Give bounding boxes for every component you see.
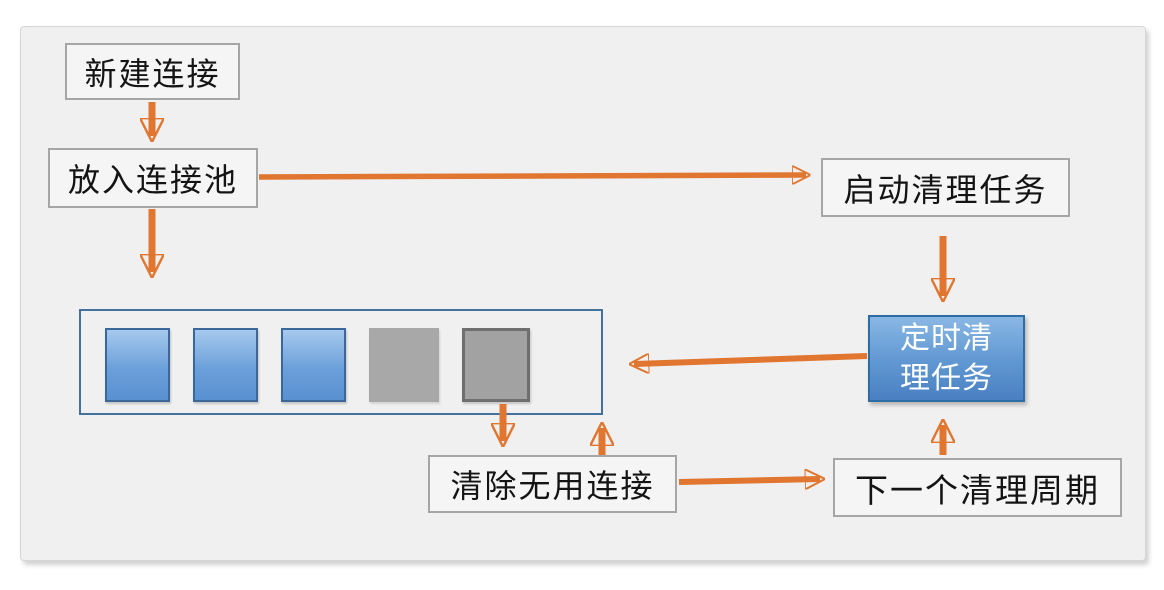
pool-square-idle: [462, 328, 530, 402]
pool-square-active: [105, 328, 170, 402]
pool-square-idle: [369, 328, 439, 402]
connection-pool-container: [79, 309, 603, 415]
pool-square-active: [281, 328, 346, 402]
node-clear-unused-connections: 清除无用连接: [428, 455, 677, 513]
pool-square-active: [193, 328, 258, 402]
node-add-to-pool: 放入连接池: [48, 148, 258, 208]
node-start-cleanup-task: 启动清理任务: [821, 158, 1070, 217]
node-next-cleanup-cycle: 下一个清理周期: [833, 458, 1122, 517]
node-new-connection: 新建连接: [65, 43, 240, 100]
node-timed-cleanup-task: 定时清理任务: [868, 315, 1025, 402]
